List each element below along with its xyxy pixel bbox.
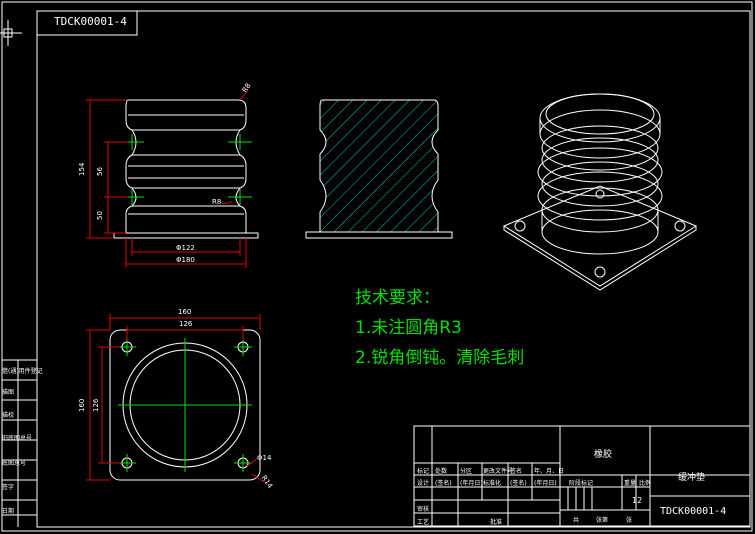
title-block [413, 425, 751, 527]
tb-design-1: (签名) [435, 480, 452, 487]
tb-quantity: 12 [632, 496, 643, 505]
tb-change-5: 年、月、日 [534, 468, 565, 475]
tb-change-4: 签名 [510, 468, 523, 475]
tb-sheet-total: 共 [573, 517, 580, 524]
tech-requirement-1: 1.未注圆角R3 [355, 318, 462, 338]
dim-r8-lower: R8 [212, 198, 222, 206]
dim-dia-180: Φ180 [176, 256, 195, 264]
side-label-0: 借(通)用件登记 [2, 368, 43, 375]
dim-dia-122: Φ122 [176, 244, 195, 252]
code-box [36, 10, 138, 36]
tb-part-name: 缓冲垫 [678, 473, 706, 483]
top-view [86, 314, 265, 483]
side-label-3: 旧底图总号 [2, 435, 33, 442]
tb-change-3: 更改文件号 [483, 468, 514, 475]
tb-sheet: 张第 [596, 517, 609, 524]
tb-drawing-number: TDCK00001-4 [660, 506, 727, 517]
tb-design-2: (年月日) [460, 480, 483, 487]
tb-design-5: (年月日) [534, 480, 557, 487]
tb-weight: 重量 [624, 480, 637, 487]
dim-height-154: 154 [78, 162, 86, 176]
side-label-1: 描图 [2, 389, 15, 396]
tech-requirement-2: 2.锐角倒钝。清除毛刺 [355, 348, 525, 368]
tb-material: 橡胶 [594, 450, 613, 460]
tb-scale: 比例 [639, 480, 652, 487]
tb-approve: 批准 [490, 519, 503, 526]
tb-change-1: 处数 [435, 468, 448, 475]
tb-change-2: 分区 [460, 468, 473, 475]
crosshair-cursor [0, 20, 22, 46]
side-label-4: 底图总号 [2, 460, 27, 467]
side-label-6: 日期 [2, 508, 15, 515]
tb-design-3: 标准化 [483, 480, 502, 487]
dim-height-160: 160 [78, 398, 86, 412]
tb-process: 工艺 [417, 519, 430, 526]
tb-review: 审核 [417, 506, 430, 513]
isometric-view [502, 93, 698, 291]
dim-height-50: 50 [96, 211, 104, 220]
dim-height-56: 56 [96, 167, 104, 176]
section-view [305, 99, 453, 239]
tb-design-4: (签名) [510, 480, 527, 487]
side-label-2: 描校 [2, 412, 15, 419]
dim-height-126: 126 [92, 398, 100, 412]
front-view [86, 89, 259, 268]
tech-requirements-title: 技术要求： [355, 288, 440, 308]
side-label-5: 签字 [2, 484, 15, 491]
drawing-code-label: TDCK00001-4 [54, 15, 127, 28]
dim-hole-14: Φ14 [257, 454, 272, 462]
dim-width-126: 126 [179, 320, 193, 328]
tb-design-0: 设计 [417, 480, 430, 487]
tb-change-0: 标记 [417, 468, 430, 475]
tb-sheet-suffix: 张 [626, 517, 633, 524]
tb-stage-mark: 阶段标记 [569, 480, 594, 487]
dim-width-160: 160 [178, 308, 192, 316]
